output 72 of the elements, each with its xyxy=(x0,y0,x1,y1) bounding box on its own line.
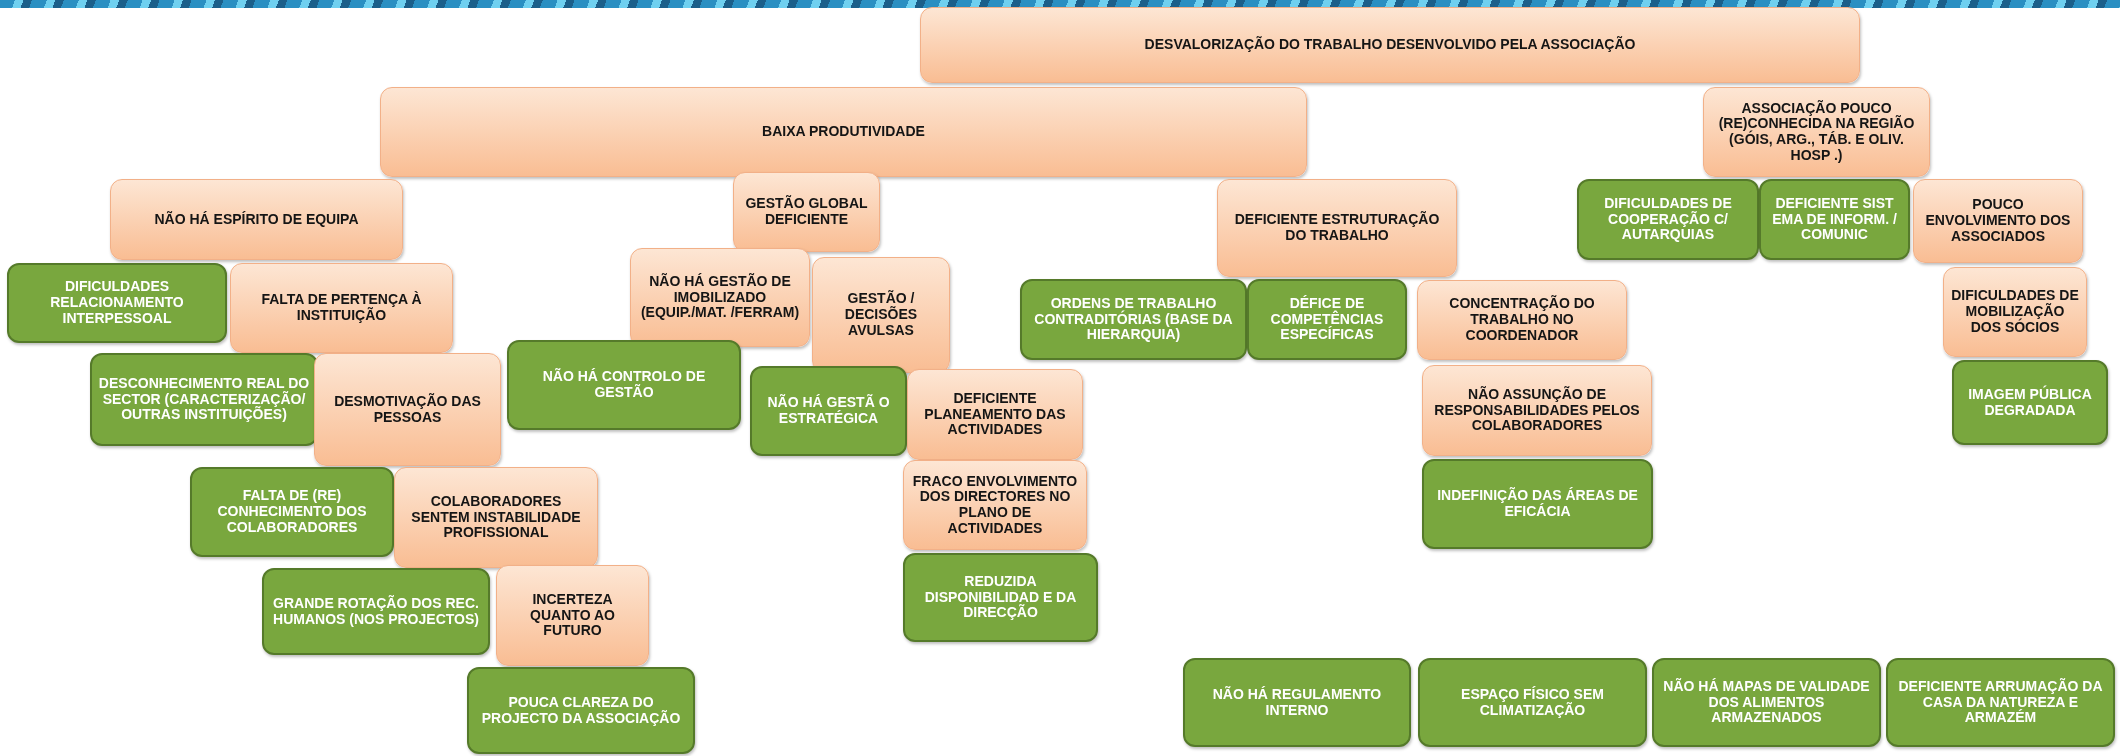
problem-box xyxy=(496,565,649,666)
problem-box xyxy=(1217,179,1457,277)
problem-box xyxy=(110,179,403,260)
problem-box xyxy=(1943,267,2087,357)
cause-box xyxy=(1422,459,1653,549)
box-label: FALTA DE (RE) CONHECIMENTO DOS COLABORADORES xyxy=(216,488,368,536)
box-label: BAIXA PRODUTIVIDADE xyxy=(762,124,925,140)
box-label: NÃO HÁ REGULAMENTO INTERNO xyxy=(1211,686,1383,719)
problem-box xyxy=(903,460,1087,550)
box-label: NÃO ASSUNÇÃO DE RESPONSABILIDADES PELOS COLABORADORES xyxy=(1433,387,1641,434)
cause-box xyxy=(1183,658,1411,747)
box-label: DEFICIENTE SIST EMA DE INFORM. / COMUNIC xyxy=(1771,196,1898,243)
box-label: DEFICIENTE ARRUMAÇÃO DA CASA DA NATUREZA E ARMAZÉM xyxy=(1897,679,2104,726)
box-label: INDEFINIÇÃO DAS ÁREAS DE EFICÁCIA xyxy=(1436,488,1639,520)
problem-box xyxy=(1913,179,2083,263)
box-label: FALTA DE PERTENÇA À INSTITUIÇÃO xyxy=(260,292,423,324)
problem-box xyxy=(907,369,1083,460)
box-label: DEFICIENTE ESTRUTURAÇÃO DO TRABALHO xyxy=(1233,212,1441,244)
box-label: DESCONHECIMENTO REAL DO SECTOR (CARACTERIZAÇÃO/ OUTRAS INSTITUIÇÕES) xyxy=(98,376,310,423)
cause-box xyxy=(1418,658,1647,747)
box-label: ESPAÇO FÍSICO SEM CLIMATIZAÇÃO xyxy=(1460,686,1605,719)
problem-box xyxy=(1703,87,1930,177)
box-label: GESTÃO GLOBAL DEFICIENTE xyxy=(744,196,869,228)
problem-box xyxy=(230,263,453,353)
box-label: DESVALORIZAÇÃO DO TRABALHO DESENVOLVIDO PELA ASSOCIAÇÃO xyxy=(1144,37,1636,53)
box-label: DIFICULDADES DE MOBILIZAÇÃO DOS SÓCIOS xyxy=(1950,288,2080,336)
box-label: POUCO ENVOLVIMENTO DOS ASSOCIADOS xyxy=(1924,197,2072,245)
cause-box xyxy=(1886,658,2115,747)
problem-box xyxy=(630,248,810,347)
box-label: GRANDE ROTAÇÃO DOS REC. HUMANOS (NOS PROJECTOS) xyxy=(272,595,480,628)
problem-box xyxy=(314,353,501,466)
box-label: INCERTEZA QUANTO AO FUTURO xyxy=(529,592,616,639)
cause-box xyxy=(1020,279,1247,360)
box-label: CONCENTRAÇÃO DO TRABALHO NO COORDENADOR xyxy=(1448,296,1596,344)
box-label: NÃO HÁ GESTÃ O ESTRATÉGICA xyxy=(766,395,891,427)
cause-box xyxy=(750,366,907,456)
box-label: ASSOCIAÇÃO POUCO (RE)CONHECIDA NA REGIÃO (GÓIS, ARG., TÁB. E OLIV. HOSP .) xyxy=(1717,100,1916,164)
box-label: NÃO HÁ ESPÍRITO DE EQUIPA xyxy=(154,211,359,228)
cause-box xyxy=(1652,658,1881,747)
cause-box xyxy=(1759,179,1910,260)
box-label: DIFICULDADES RELACIONAMENTO INTERPESSOAL xyxy=(49,279,185,327)
box-label: ORDENS DE TRABALHO CONTRADITÓRIAS (BASE DA HIERARQUIA) xyxy=(1033,296,1234,343)
box-label: GESTÃO / DECISÕES AVULSAS xyxy=(843,291,919,339)
cause-box xyxy=(90,353,318,446)
box-label: REDUZIDA DISPONIBILIDAD E DA DIRECÇÃO xyxy=(923,574,1078,621)
cause-box xyxy=(903,553,1098,642)
box-label: NÃO HÁ GESTÃO DE IMOBILIZADO (EQUIP./MAT. /FERRAM) xyxy=(639,274,801,321)
cause-box xyxy=(262,568,490,655)
problem-box xyxy=(812,257,950,373)
box-label: NÃO HÁ MAPAS DE VALIDADE DOS ALIMENTOS ARMAZENADOS xyxy=(1662,679,1871,726)
problem-box xyxy=(733,172,880,252)
cause-box xyxy=(1952,360,2108,445)
problem-box xyxy=(380,87,1307,177)
cause-box xyxy=(467,667,695,754)
box-label: DEFICIENTE PLANEAMENTO DAS ACTIVIDADES xyxy=(923,391,1067,438)
cause-box xyxy=(7,263,227,343)
problem-box xyxy=(394,467,598,568)
problem-box xyxy=(1422,365,1652,456)
cause-box xyxy=(1247,279,1407,360)
box-label: DIFICULDADES DE COOPERAÇÃO C/ AUTARQUIAS xyxy=(1603,196,1733,243)
box-label: COLABORADORES SENTEM INSTABILIDADE PROFISSIONAL xyxy=(410,494,582,541)
box-label: IMAGEM PÚBLICA DEGRADADA xyxy=(1967,386,2093,419)
box-label: POUCA CLAREZA DO PROJECTO DA ASSOCIAÇÃO xyxy=(480,694,682,727)
box-label: DÉFICE DE COMPETÊNCIAS ESPECÍFICAS xyxy=(1269,296,1385,343)
problem-box xyxy=(1417,280,1627,360)
box-label: DESMOTIVAÇÃO DAS PESSOAS xyxy=(333,393,482,426)
cause-box xyxy=(507,340,741,430)
problem-box xyxy=(920,7,1860,83)
cause-box xyxy=(1577,179,1759,260)
box-label: NÃO HÁ CONTROLO DE GESTÃO xyxy=(541,369,707,401)
box-label: FRACO ENVOLVIMENTO DOS DIRECTORES NO PLANO DE ACTIVIDADES xyxy=(911,473,1079,537)
cause-box xyxy=(190,467,394,557)
